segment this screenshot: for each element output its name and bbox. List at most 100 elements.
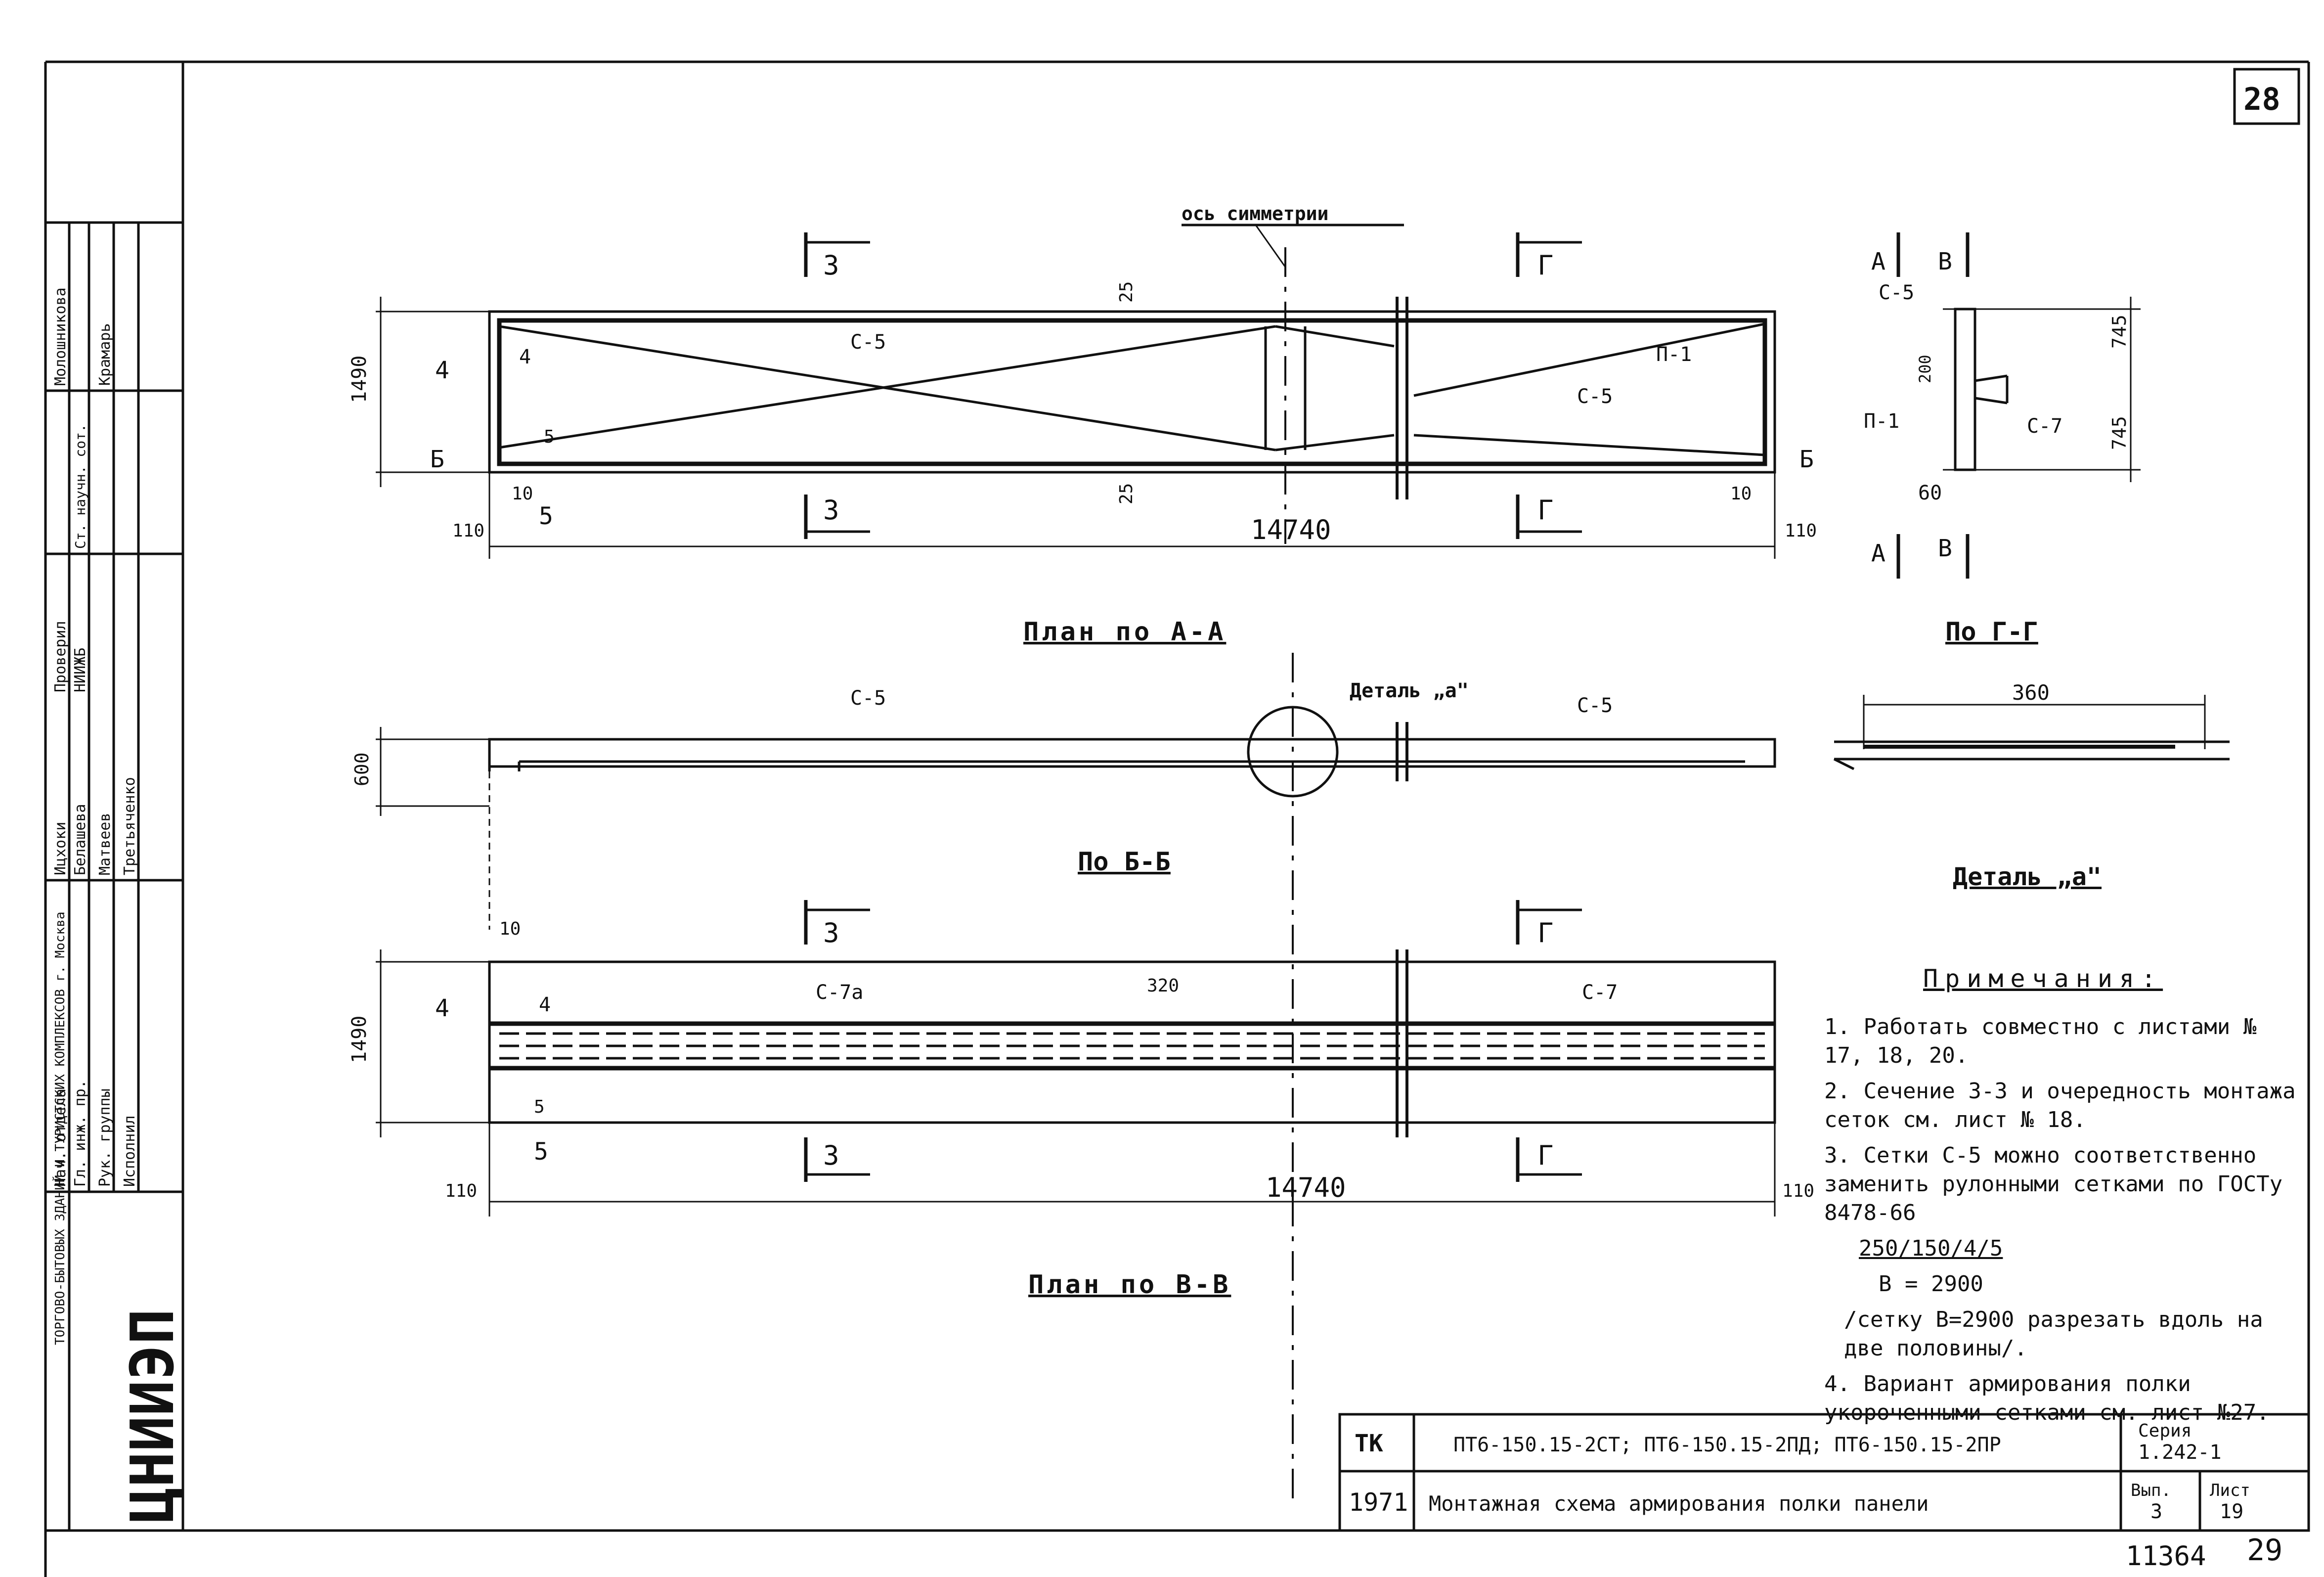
gg-dim-745b: 745 (2108, 416, 2130, 450)
title-block-frame (1338, 1413, 2310, 1532)
plan-aa-cut-4: 4 (435, 357, 449, 384)
page-number-bottom: 29 (2247, 1533, 2282, 1568)
vv-dim-320: 320 (1147, 976, 1179, 996)
bb-label-c5-a: С-5 (850, 687, 886, 710)
plan-aa-cut-g-bot: Г (1537, 495, 1554, 526)
vv-dim-5: 5 (534, 1097, 545, 1117)
bb-dim-600: 600 (351, 752, 373, 786)
detail-a-drawing (1833, 695, 2230, 770)
stamp-role-3: Исполнил (121, 1116, 138, 1187)
note-3-width: B = 2900 (1879, 1271, 1983, 1297)
plan-aa-cut-3-top: 3 (823, 250, 839, 281)
note-3-formula: 250/150/4/5 (1859, 1236, 2003, 1261)
plan-aa-dim-height: 1490 (348, 356, 371, 403)
vv-cut-3-bot: 3 (823, 1140, 839, 1171)
vv-label-c7: С-7 (1582, 981, 1618, 1004)
vv-dim-110-l: 110 (445, 1181, 477, 1201)
inventory-number: 11364 (2126, 1540, 2206, 1572)
vv-dim-110-r: 110 (1782, 1181, 1814, 1201)
title-sheet-label: Лист (2210, 1481, 2250, 1500)
plan-aa-cut-g-top: Г (1537, 250, 1554, 281)
stamp-role-1: Гл. инж. пр. (72, 1080, 89, 1187)
title-series: 1.242-1 (2138, 1441, 2222, 1464)
title-sheet: 19 (2220, 1500, 2243, 1523)
plan-aa-dim-110-l: 110 (452, 521, 484, 541)
plan-aa-dim-110-r: 110 (1785, 521, 1817, 541)
vv-cut-4: 4 (435, 994, 449, 1022)
bb-label-detail: Деталь „а" (1350, 679, 1469, 702)
plan-aa-dim-10-r: 10 (1730, 484, 1752, 504)
bb-title: По Б-Б (1078, 847, 1171, 877)
note-1: 1. Работать совместно с листами № 17, 18… (1824, 1014, 2257, 1068)
title-issue: 3 (2150, 1500, 2162, 1523)
title-issue-label: Вып. (2131, 1481, 2171, 1500)
plan-aa-cut-5: 5 (539, 502, 553, 530)
notes-heading: Примечания: (1923, 964, 2163, 993)
plan-aa-title: План по А-А (1023, 617, 1226, 647)
vv-dim-height: 1490 (348, 1016, 371, 1063)
vv-cut-4-small: 4 (539, 993, 551, 1016)
plan-aa-label-c5-b: С-5 (1577, 385, 1613, 408)
gg-label-p1: П-1 (1864, 410, 1899, 433)
plan-aa-cut-3-bot: 3 (823, 495, 839, 526)
stamp-frame (45, 221, 183, 1531)
title-marks: ПТ6-150.15-2СТ; ПТ6-150.15-2ПД; ПТ6-150.… (1453, 1434, 2001, 1456)
vv-cut-3-top: 3 (823, 917, 839, 948)
bb-dim-10: 10 (499, 919, 521, 939)
gg-title: По Г-Г (1945, 617, 2038, 647)
stamp-name-1: Белашева (72, 804, 89, 876)
plan-aa-cut-5-small: 5 (544, 427, 555, 447)
note-3-cut: /сетку B=2900 разрезать вдоль на две пол… (1844, 1307, 2263, 1361)
note-3: 3. Сетки С-5 можно соответственно замени… (1824, 1143, 2283, 1225)
vv-dim-length: 14740 (1266, 1172, 1346, 1203)
stamp-org: ЦНИИЭП (119, 1309, 187, 1523)
stamp-check-org: НИИЖБ (72, 648, 89, 692)
symmetry-axis-label: ось симметрии (1182, 203, 1328, 225)
title-series-label: Серия (2138, 1421, 2192, 1441)
plan-aa-cut-4-small: 4 (519, 346, 531, 368)
stamp-role-2: Рук. группы (96, 1088, 114, 1187)
vv-cut-5: 5 (534, 1138, 548, 1166)
stamp-role-0: Нач. отдела (52, 1088, 69, 1187)
note-2: 2. Сечение 3-3 и очередность монтажа сет… (1824, 1079, 2296, 1132)
gg-cut-b-bot: В (1938, 535, 1952, 562)
section-gg-drawing (1896, 232, 2141, 579)
stamp-org-desc: ТОРГОВО-БЫТОВЫХ ЗДАНИЙ И ТУРИСТСКИХ КОМП… (52, 911, 68, 1345)
gg-label-c7: С-7 (2027, 415, 2062, 438)
plan-aa-label-p1: П-1 (1656, 343, 1692, 366)
plan-vv-drawing (376, 900, 1776, 1217)
plan-aa-cut-b-left: Б (430, 446, 444, 473)
gg-dim-745a: 745 (2108, 315, 2130, 349)
gg-cut-a-bot: А (1871, 540, 1886, 567)
note-4: 4. Вариант армирования полки укороченным… (1824, 1371, 2270, 1425)
stamp-name-0: Ицхоки (52, 822, 69, 875)
plan-aa-dim-25-bot: 25 (1116, 483, 1137, 504)
detail-title: Деталь „а" (1953, 862, 2102, 891)
plan-aa-dim-10-l: 10 (512, 484, 533, 504)
stamp-name-2: Матвеев (96, 813, 114, 875)
title-year: 1971 (1349, 1488, 1408, 1517)
sheet-number: 28 (2243, 81, 2280, 117)
stamp-check-name-0: Молошникова (52, 287, 69, 386)
gg-cut-a-top: А (1871, 248, 1886, 275)
vv-cut-g-bot: Г (1537, 1140, 1554, 1171)
plan-aa-drawing (376, 224, 1776, 559)
stamp-check-label: Проверил (52, 621, 69, 693)
gg-dim-200: 200 (1916, 355, 1934, 383)
detail-dim-360: 360 (2012, 680, 2050, 705)
vv-cut-g-top: Г (1537, 917, 1554, 948)
stamp-name-3: Третьяченко (121, 777, 138, 875)
stamp-check-role: Ст. научн. сот. (72, 424, 88, 549)
vv-title: План по В-В (1028, 1270, 1231, 1300)
bb-label-c5-b: С-5 (1577, 694, 1613, 717)
notes-block: Примечания: 1. Работать совместно с лист… (1824, 964, 2299, 1434)
plan-aa-label-c5-a: С-5 (850, 331, 886, 354)
section-bb-drawing (376, 653, 1776, 1508)
plan-aa-cut-b-right: Б (1799, 446, 1814, 473)
vv-label-c7a: С-7а (816, 981, 863, 1004)
gg-cut-b-top: В (1938, 248, 1952, 275)
plan-aa-dim-25-top: 25 (1116, 281, 1137, 303)
title-tk: ТК (1355, 1430, 1383, 1457)
gg-dim-60: 60 (1918, 482, 1942, 504)
